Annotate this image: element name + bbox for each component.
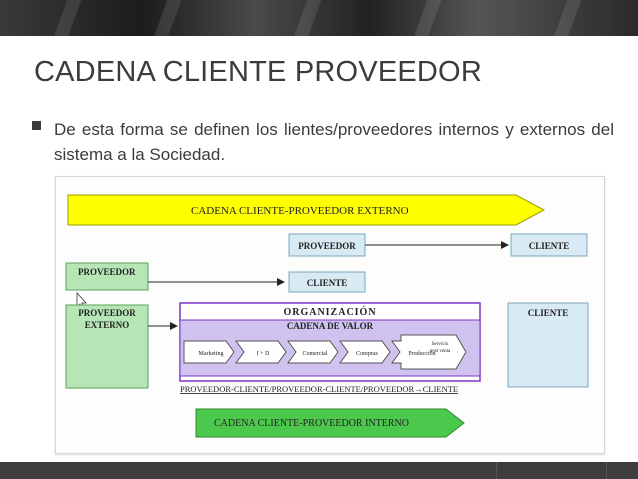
top-proveedor-label: PROVEEDOR: [298, 241, 356, 251]
internal-chain-label: CADENA CLIENTE-PROVEEDOR INTERNO: [214, 418, 409, 429]
top-cliente-label: CLIENTE: [529, 241, 570, 251]
external-chain-arrow: [67, 194, 546, 226]
stage-marketing-label: Marketing: [199, 351, 224, 357]
mid-cliente-box: [288, 271, 366, 293]
organizacion-label: ORGANIZACIÓN: [283, 306, 376, 318]
stage-arrow-marketing: [183, 340, 235, 364]
right-cliente-label: CLIENTE: [528, 308, 569, 318]
stage-id-label: I + D: [257, 351, 270, 357]
external-chain-label: CADENA CLIENTE-PROVEEDOR EXTERNO: [191, 205, 409, 217]
stage-arrow-id: [235, 340, 287, 364]
left-proveedor-externo-box: [65, 304, 149, 389]
mid-cliente-label: CLIENTE: [307, 278, 348, 288]
bullet-item: De esta forma se definen los lientes/pro…: [30, 117, 614, 167]
diagram-canvas: CADENA CLIENTE-PROVEEDOR EXTERNO PROVEED…: [65, 194, 589, 438]
right-cliente-box: [507, 302, 589, 388]
cadena-valor-label: CADENA DE VALOR: [287, 321, 374, 331]
stage-arrow-comercial: [287, 340, 339, 364]
internal-chain-arrow: [195, 408, 465, 438]
supply-chain-diagram: CADENA CLIENTE-PROVEEDOR EXTERNO PROVEED…: [55, 176, 605, 454]
proveedor-externo-line1: PROVEEDOR: [78, 308, 136, 318]
square-bullet-icon: [32, 121, 41, 130]
stage-arrow-compras: [339, 340, 391, 364]
service-label-line2: post venta: [430, 349, 451, 354]
service-label-line1: Servicio: [432, 342, 449, 347]
stage-arrow-produccion: [391, 334, 467, 370]
bullet-text: De esta forma se definen los lientes/pro…: [54, 120, 614, 164]
left-proveedor-label: PROVEEDOR: [78, 267, 136, 277]
footer-bar: [0, 462, 638, 479]
proveedor-externo-line2: EXTERNO: [85, 320, 130, 330]
sequence-label: PROVEEDOR-CLIENTE/PROVEEDOR-CLIENTE/PROV…: [180, 384, 458, 394]
stage-comercial-label: Comercial: [303, 351, 328, 357]
left-proveedor-box: [65, 262, 149, 291]
stage-produccion-label: Producción: [408, 351, 435, 357]
slide-title: CADENA CLIENTE PROVEEDOR: [34, 56, 482, 88]
header-banner: [0, 0, 638, 36]
top-cliente-box: [510, 233, 588, 257]
stage-compras-label: Compras: [356, 351, 378, 357]
